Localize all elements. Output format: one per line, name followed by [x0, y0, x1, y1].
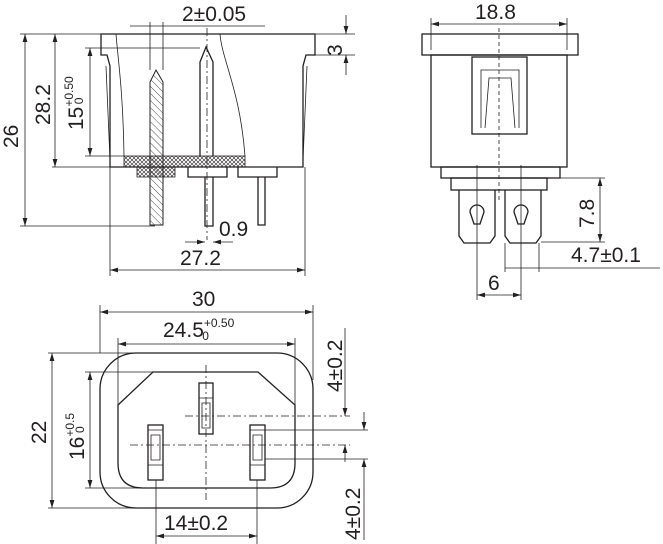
dim-height-body: 28.2 [32, 84, 55, 125]
side-view: 2±0.05 3 26 28.2 15+0.500 0.9 27.2 [0, 3, 355, 276]
dim-height-total: 26 [0, 125, 23, 148]
dim-tab-pitch: 6 [488, 272, 500, 295]
dim-earth-offset: 4±0.2 [324, 340, 347, 392]
side-bosses [187, 167, 278, 178]
neutral-pin [249, 424, 266, 481]
dim-pin-offset: 4±0.2 [342, 488, 365, 540]
dim-pin-spacing: 14±0.2 [164, 512, 228, 535]
dim-pin-pitch: 2±0.05 [182, 3, 246, 26]
latch [480, 69, 520, 129]
dim-outer-width: 30 [192, 288, 215, 311]
outer-frame [99, 352, 314, 509]
end-view: 18.8 7.8 4.7±0.1 6 [421, 1, 660, 300]
dim-pin-width: 0.9 [219, 218, 248, 241]
end-flange [421, 33, 579, 56]
dim-body-width: 27.2 [180, 247, 221, 270]
latch-window [471, 56, 528, 135]
dim-tab-width: 4.7±0.1 [571, 244, 641, 267]
tab-holes [469, 204, 529, 225]
dim-tab-height: 7.8 [576, 199, 599, 228]
sectioned-pin [149, 68, 164, 226]
live-pin [147, 424, 164, 481]
side-housing-outline [100, 33, 316, 168]
dim-pin-len: 15+0.500 [62, 76, 88, 130]
side-taper-lines [105, 65, 308, 161]
dim-flange: 3 [324, 44, 347, 56]
dim-outer-height: 22 [28, 421, 51, 444]
step-1 [440, 166, 561, 179]
pins [199, 45, 266, 227]
dim-inner-height: 16+0.50 [63, 413, 89, 460]
hatched-base [123, 155, 246, 168]
inlet-cavity [117, 371, 296, 489]
break-lines [115, 33, 246, 157]
dim-flange-width: 18.8 [475, 1, 516, 24]
